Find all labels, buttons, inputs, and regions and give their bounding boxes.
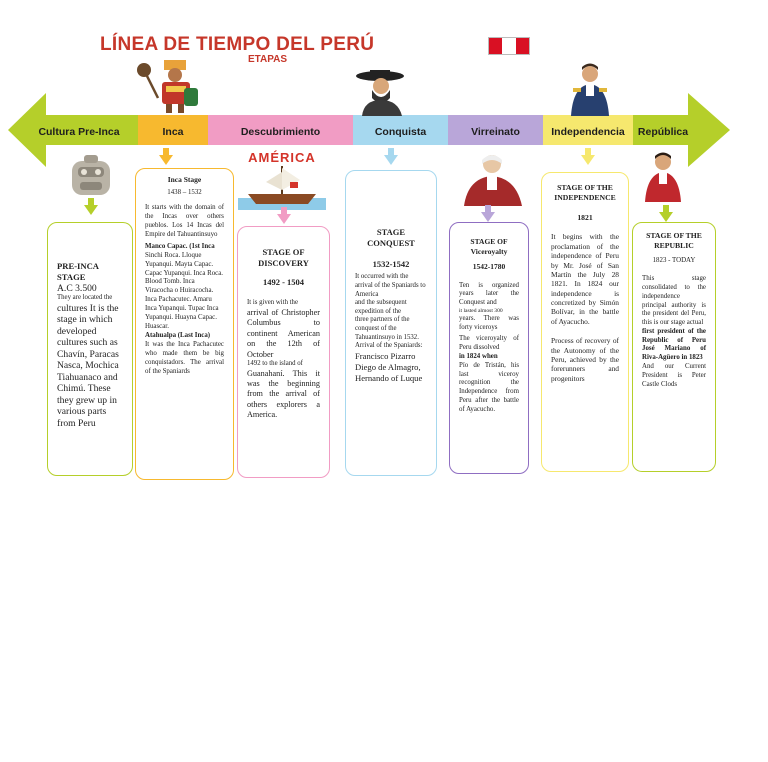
card-text: three partners of the conquest of the Ta… (355, 316, 423, 350)
arrow-down-icon (159, 155, 173, 165)
card-date: 1492 - 1504 (262, 276, 305, 287)
card-text: cultures It is the stage in which develo… (57, 302, 119, 429)
card-inca: Inca Stage 1438 – 1532 It starts with th… (135, 168, 234, 480)
card-text: expedition of the (355, 307, 402, 315)
pre-inca-artifact-icon (72, 155, 110, 195)
card-text: in 1824 when (459, 353, 498, 360)
arrow-stem (163, 148, 169, 155)
card-date: 1438 – 1532 (167, 188, 202, 196)
card-text: It occurred with the arrival of the Span… (355, 273, 426, 298)
card-date: A.C 3.500 (57, 282, 97, 294)
page-subtitle: ETAPAS (248, 54, 288, 65)
arrow-stem (585, 148, 591, 155)
card-text: Sinchi Roca. Lloque Yupanqui. Mayta Capa… (145, 251, 223, 331)
card-text: It is given with the (247, 299, 298, 307)
arrow-stem (88, 198, 94, 205)
card-text: It was the Inca Pachacutec who made them… (145, 341, 224, 376)
arrow-down-icon (277, 214, 291, 224)
stage-label-virreinato: Virreinato (471, 126, 520, 138)
stage-label-descubrimiento: Descubrimiento (240, 126, 321, 138)
card-text: 1492 to the island of (247, 360, 303, 367)
arrow-down-icon (481, 212, 495, 222)
card-title: STAGE OF THE REPUBLIC (646, 231, 702, 250)
card-date: 1542-1780 (472, 262, 506, 272)
card-preinca: PRE-INCA STAGE A.C 3.500 They are locate… (47, 222, 133, 476)
card-date: 1821 (577, 212, 593, 222)
arrow-stem (281, 207, 287, 214)
card-date: 1532-1542 (372, 258, 410, 269)
arrow-stem (663, 205, 669, 212)
ship-icon (238, 166, 326, 210)
america-label: AMÉRICA (248, 150, 316, 165)
arrow-down-icon (581, 155, 595, 165)
stage-label-republica: República (637, 126, 689, 138)
arrow-down-icon (659, 212, 673, 222)
card-title: STAGE OF Viceroyalty (470, 237, 508, 256)
card-text: Francisco Pizarro Diego de Almagro, Hern… (355, 350, 423, 383)
card-discovery: STAGE OF DISCOVERY 1492 - 1504 It is giv… (237, 226, 330, 478)
card-independence: STAGE OF THE INDEPENDENCE 1821 It begins… (541, 172, 629, 472)
timeline-arrow (8, 93, 730, 167)
conquistador-portrait (356, 70, 404, 116)
card-title: STAGE OF DISCOVERY (258, 247, 309, 268)
card-text: it lasted almost 300 (459, 307, 503, 314)
card-title: STAGE CONQUEST (367, 227, 415, 248)
card-text: Pío de Tristán, his last viceroy recogni… (459, 361, 519, 413)
card-text: They are located the (57, 294, 113, 302)
page-title: LÍNEA DE TIEMPO DEL PERÚ (100, 34, 375, 55)
stage-label-preinca: Cultura Pre-Inca (38, 126, 120, 138)
card-text: It begins with the proclamation of the i… (551, 232, 619, 326)
stage-label-independencia: Independencia (551, 126, 625, 138)
card-text: Ten is organized years later the Conques… (459, 281, 519, 307)
card-title: STAGE OF THE INDEPENDENCE (554, 183, 616, 202)
inca-warrior-illustration (137, 60, 198, 113)
card-title: PRE-INCA STAGE (57, 261, 99, 282)
independence-hero-portrait (571, 63, 609, 116)
america-ship-illustration: AMÉRICA (238, 150, 326, 210)
card-text: first president of the Republic of Peru … (642, 327, 706, 362)
card-date: 1823 - TODAY (652, 256, 696, 264)
peru-flag-icon (488, 37, 530, 55)
card-text: arrival of Christopher Columbus to conti… (247, 307, 320, 359)
stage-label-conquista: Conquista (374, 126, 427, 138)
arrow-down-icon (84, 205, 98, 215)
arrow-down-icon (384, 155, 398, 165)
card-text: Manco Capac. (1st Inca (145, 242, 215, 250)
republic-president-portrait (645, 152, 681, 202)
card-title: Inca Stage (167, 175, 202, 184)
card-conquest: STAGE CONQUEST 1532-1542 It occurred wit… (345, 170, 437, 476)
card-text: This stage consolidated to the independe… (642, 275, 706, 327)
card-text: And our Current President is Peter Castl… (642, 362, 706, 388)
card-text: and the subsequent (355, 299, 407, 307)
arrow-stem (485, 205, 491, 212)
card-text: It starts with the domain of the Incas o… (145, 203, 224, 238)
card-text: Atahualpa (Last Inca) (145, 332, 211, 340)
card-republic: STAGE OF THE REPUBLIC 1823 - TODAY This … (632, 222, 716, 472)
card-text: years. There was forty viceroys (459, 314, 519, 331)
stage-label-inca: Inca (162, 126, 184, 138)
arrow-stem (388, 148, 394, 155)
card-text: Guanahaní. This it was the beginning fro… (247, 368, 320, 420)
card-text: The viceroyalty of Peru dissolved (459, 335, 519, 352)
viceroy-portrait (464, 155, 522, 206)
card-viceroyalty: STAGE OF Viceroyalty 1542-1780 Ten is or… (449, 222, 529, 474)
card-text: Process of recovery of the Autonomy of t… (551, 336, 619, 383)
